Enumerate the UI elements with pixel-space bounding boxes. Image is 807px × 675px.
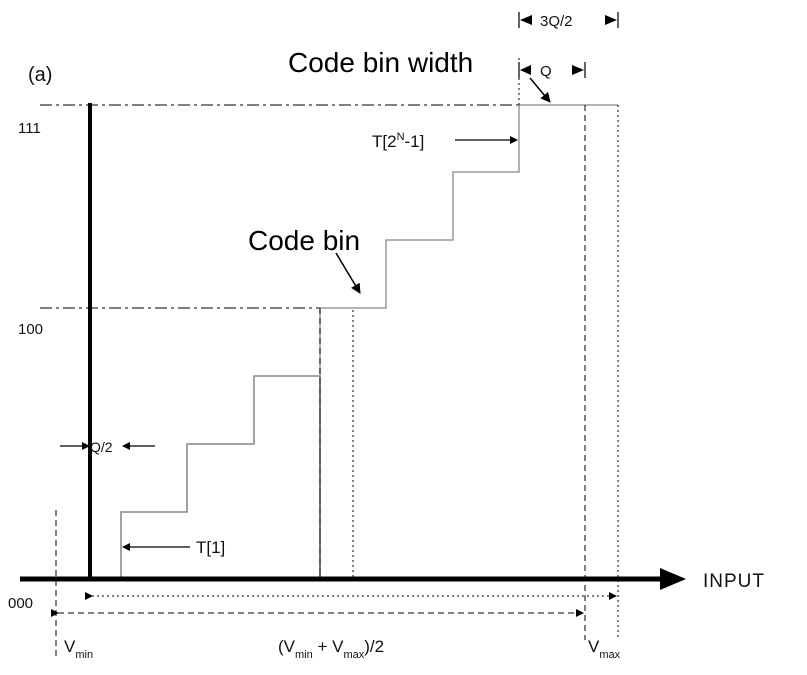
vmin-main: V <box>64 637 76 656</box>
vmax-sub: max <box>599 649 620 661</box>
tlast-label: T[2N-1] <box>372 131 424 151</box>
code-bin-width-label: Code bin width <box>288 47 473 78</box>
code-bin-pointer <box>335 252 361 294</box>
t1-label: T[1] <box>196 538 225 557</box>
code-111: 111 <box>18 120 41 137</box>
x-axis-arrowhead <box>660 568 686 590</box>
mid-sub2: max <box>343 649 364 661</box>
vmax-label: Vmax <box>588 637 621 661</box>
vmin-sub: min <box>75 649 93 661</box>
input-axis-label: INPUT <box>703 571 765 592</box>
mid-close: )/2 <box>364 637 384 656</box>
code-bin-width-pointer <box>529 77 551 103</box>
tlast-sup: N <box>397 131 405 143</box>
code-bin-label: Code bin <box>248 225 360 256</box>
tlast-suffix: -1] <box>405 132 425 151</box>
three-half-q-arrow-left <box>520 15 532 25</box>
code-000: 000 <box>8 595 33 612</box>
q-arrow-right <box>572 65 584 75</box>
tlast-prefix: T[2 <box>372 132 397 151</box>
vmax-main: V <box>588 637 600 656</box>
q-arrow-left <box>520 65 531 75</box>
vmin-label: Vmin <box>64 637 93 661</box>
midpoint-label: (Vmin + Vmax)/2 <box>278 637 384 661</box>
half-q-label: Q/2 <box>90 439 113 455</box>
panel-label: (a) <box>28 64 52 86</box>
code-100: 100 <box>18 321 43 338</box>
mid-sub1: min <box>295 649 313 661</box>
mid-open: (V <box>278 637 296 656</box>
q-label: Q <box>540 63 552 80</box>
three-half-q-arrow-right <box>605 15 617 25</box>
mid-plus: + V <box>313 637 344 656</box>
three-half-q-label: 3Q/2 <box>540 13 573 30</box>
staircase-upper <box>120 104 618 578</box>
